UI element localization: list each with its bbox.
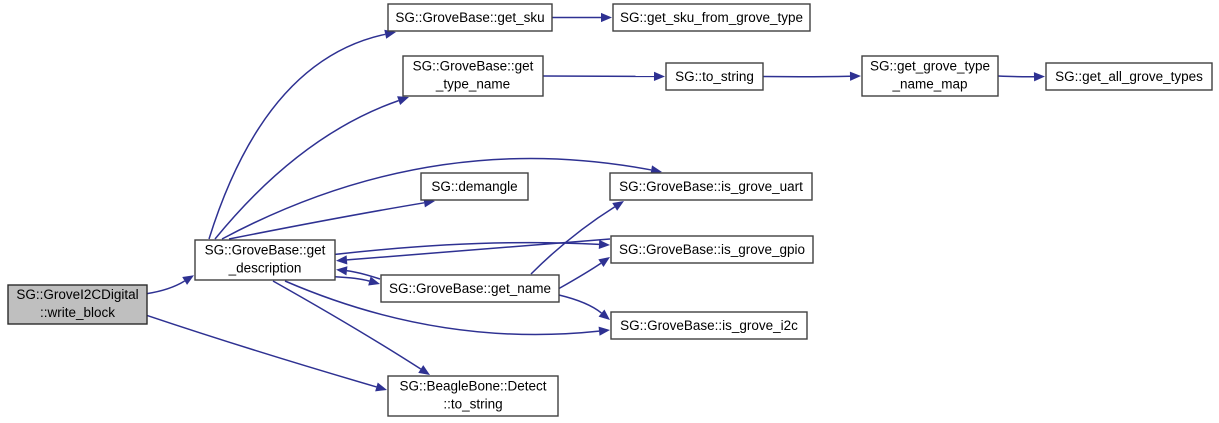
edge-arrowhead	[375, 382, 387, 392]
graph-node-get_all_grove_types[interactable]: SG::get_all_grove_types	[1045, 62, 1213, 91]
node-label-to_string: SG::to_string	[675, 69, 754, 84]
edge-get_description-is_grove_i2c	[284, 280, 600, 336]
edge-arrowhead	[598, 239, 610, 250]
node-label-get_type_name-line1: SG::GroveBase::get	[413, 59, 534, 74]
node-label-detect_to_string-line1: SG::BeagleBone::Detect	[399, 379, 546, 394]
edge-arrowhead	[182, 275, 194, 285]
node-label-get_type_name-line2: _type_name	[435, 77, 510, 92]
node-label-get_all_grove_types: SG::get_all_grove_types	[1055, 69, 1203, 84]
node-box-write_block	[7, 284, 148, 325]
graph-node-detect_to_string[interactable]: SG::BeagleBone::Detect::to_string	[387, 375, 559, 417]
graph-node-get_name[interactable]: SG::GroveBase::get_name	[380, 274, 560, 303]
node-label-is_grove_gpio: SG::GroveBase::is_grove_gpio	[619, 242, 805, 257]
edge-get_description-get_sku	[208, 33, 386, 240]
node-label-get_grove_type_name_map-line2: _name_map	[891, 77, 967, 92]
edge-get_name-is_grove_i2c	[558, 294, 602, 314]
graph-node-is_grove_i2c[interactable]: SG::GroveBase::is_grove_i2c	[610, 311, 808, 340]
graph-node-is_grove_gpio[interactable]: SG::GroveBase::is_grove_gpio	[610, 235, 814, 264]
graph-node-get_type_name[interactable]: SG::GroveBase::get_type_name	[402, 55, 544, 97]
edge-arrowhead	[418, 365, 430, 375]
node-box-get_description	[194, 239, 336, 281]
graph-node-write_block[interactable]: SG::GroveI2CDigital::write_block	[7, 284, 148, 325]
node-label-write_block-line2: ::write_block	[40, 305, 115, 320]
edge-arrowhead	[601, 12, 612, 23]
edge-arrowhead	[849, 71, 861, 81]
node-box-is_grove_gpio	[610, 235, 814, 264]
edge-get_description-detect_to_string	[272, 280, 422, 370]
edge-arrowhead	[650, 165, 662, 175]
edge-arrowhead	[368, 276, 380, 286]
node-label-is_grove_uart: SG::GroveBase::is_grove_uart	[619, 179, 803, 194]
graph-node-is_grove_uart[interactable]: SG::GroveBase::is_grove_uart	[609, 172, 813, 201]
edge-write_block-detect_to_string	[146, 314, 377, 388]
node-label-demangle: SG::demangle	[431, 179, 517, 194]
edge-arrowhead	[598, 257, 610, 267]
edge-arrowhead	[653, 71, 665, 82]
node-label-get_sku: SG::GroveBase::get_sku	[395, 10, 544, 25]
graph-node-to_string[interactable]: SG::to_string	[665, 62, 764, 91]
node-label-write_block-line1: SG::GroveI2CDigital	[16, 287, 138, 302]
graph-node-get_sku_from_grove_type[interactable]: SG::get_sku_from_grove_type	[612, 3, 811, 32]
node-box-get_type_name	[402, 55, 544, 97]
graph-node-get_grove_type_name_map[interactable]: SG::get_grove_type_name_map	[861, 55, 999, 97]
edge-get_description-demangle	[228, 202, 425, 240]
node-label-get_description-line2: _description	[228, 261, 302, 276]
node-label-get_description-line1: SG::GroveBase::get	[205, 243, 326, 258]
node-box-get_sku	[387, 3, 553, 32]
node-label-get_name: SG::GroveBase::get_name	[389, 281, 551, 296]
edge-get_description-get_name	[334, 276, 370, 282]
edge-arrowhead	[598, 309, 610, 320]
edge-arrowhead	[612, 201, 624, 211]
node-box-get_name	[380, 274, 560, 303]
edge-is_grove_gpio-get_description	[346, 238, 611, 261]
node-box-get_grove_type_name_map	[861, 55, 999, 97]
graph-node-get_sku[interactable]: SG::GroveBase::get_sku	[387, 3, 553, 32]
edge-arrowhead	[397, 96, 409, 105]
edge-get_description-get_type_name	[214, 99, 399, 240]
edge-get_name-is_grove_uart	[530, 206, 616, 275]
edge-get_grove_type_name_map-get_all_grove_types	[997, 75, 1035, 78]
node-label-get_grove_type_name_map-line1: SG::get_grove_type	[870, 59, 990, 74]
edge-layer	[146, 12, 1045, 392]
edge-write_block-get_description	[146, 280, 186, 295]
graph-node-demangle[interactable]: SG::demangle	[420, 172, 529, 201]
node-label-detect_to_string-line2: ::to_string	[443, 397, 502, 412]
node-box-demangle	[420, 172, 529, 201]
edge-get_name-is_grove_gpio	[558, 262, 602, 290]
edge-arrowhead	[1033, 72, 1045, 82]
edge-arrowhead	[384, 29, 396, 39]
edge-get_description-is_grove_gpio	[334, 241, 600, 256]
node-label-is_grove_i2c: SG::GroveBase::is_grove_i2c	[620, 318, 798, 333]
node-box-to_string	[665, 62, 764, 91]
node-box-is_grove_uart	[609, 172, 813, 201]
node-box-detect_to_string	[387, 375, 559, 417]
node-box-get_sku_from_grove_type	[612, 3, 811, 32]
edge-get_description-is_grove_uart	[221, 157, 652, 240]
node-label-get_sku_from_grove_type: SG::get_sku_from_grove_type	[620, 10, 803, 25]
edge-arrowhead	[336, 255, 348, 265]
node-layer: SG::GroveI2CDigital::write_blockSG::Grov…	[7, 3, 1213, 417]
graph-node-get_description[interactable]: SG::GroveBase::get_description	[194, 239, 336, 281]
edge-get_name-get_description	[346, 270, 381, 280]
edge-arrowhead	[336, 266, 348, 276]
node-box-get_all_grove_types	[1045, 62, 1213, 91]
node-box-is_grove_i2c	[610, 311, 808, 340]
edge-arrowhead	[598, 326, 610, 336]
